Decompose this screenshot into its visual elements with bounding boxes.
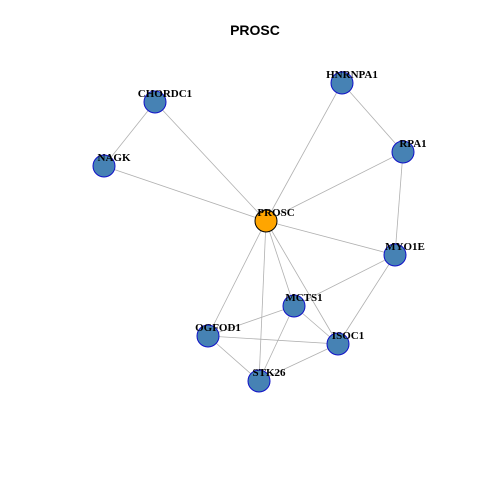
edge-prosc-mcts1 bbox=[265, 220, 295, 307]
graph-title: PROSC bbox=[230, 22, 280, 38]
edge-isoc1-stk26 bbox=[258, 343, 339, 382]
node-nagk[interactable]: NAGK bbox=[92, 152, 131, 178]
node-circle-stk26[interactable] bbox=[247, 369, 271, 393]
node-hnrnpa1[interactable]: HNRNPA1 bbox=[326, 69, 378, 95]
node-label-rpa1: RPA1 bbox=[399, 138, 426, 150]
edge-chordc1-prosc bbox=[154, 101, 267, 222]
edge-myo1e-isoc1 bbox=[337, 254, 396, 345]
edge-prosc-ogfod1 bbox=[207, 220, 267, 337]
node-label-chordc1: CHORDC1 bbox=[138, 88, 192, 100]
edge-rpa1-myo1e bbox=[394, 151, 404, 256]
node-circle-nagk[interactable] bbox=[92, 154, 116, 178]
node-circle-isoc1[interactable] bbox=[326, 332, 350, 356]
edge-rpa1-prosc bbox=[265, 151, 404, 222]
node-isoc1[interactable]: ISOC1 bbox=[326, 330, 364, 356]
node-label-ogfod1: OGFOD1 bbox=[195, 322, 241, 334]
node-stk26[interactable]: STK26 bbox=[247, 367, 286, 393]
node-circle-chordc1[interactable] bbox=[143, 90, 167, 114]
node-myo1e[interactable]: MYO1E bbox=[383, 241, 425, 267]
edge-nagk-prosc bbox=[103, 165, 267, 222]
node-label-prosc: PROSC bbox=[257, 207, 294, 219]
node-circle-myo1e[interactable] bbox=[383, 243, 407, 267]
node-prosc[interactable]: PROSC bbox=[254, 207, 295, 233]
edge-ogfod1-isoc1 bbox=[207, 335, 339, 345]
node-chordc1[interactable]: CHORDC1 bbox=[138, 88, 192, 114]
node-circle-ogfod1[interactable] bbox=[196, 324, 220, 348]
node-label-myo1e: MYO1E bbox=[385, 241, 425, 253]
node-mcts1[interactable]: MCTS1 bbox=[282, 292, 323, 318]
edge-prosc-isoc1 bbox=[265, 220, 339, 345]
node-ogfod1[interactable]: OGFOD1 bbox=[195, 322, 241, 348]
node-label-mcts1: MCTS1 bbox=[285, 292, 322, 304]
edge-prosc-myo1e bbox=[265, 220, 396, 256]
node-label-stk26: STK26 bbox=[252, 367, 286, 379]
edge-layer bbox=[103, 82, 404, 382]
node-circle-rpa1[interactable] bbox=[391, 140, 415, 164]
edge-mcts1-ogfod1 bbox=[207, 305, 295, 337]
edge-prosc-stk26 bbox=[258, 220, 267, 382]
node-label-isoc1: ISOC1 bbox=[332, 330, 364, 342]
edge-nagk-chordc1 bbox=[103, 101, 156, 167]
node-rpa1[interactable]: RPA1 bbox=[391, 138, 427, 164]
edge-mcts1-stk26 bbox=[258, 305, 295, 382]
node-label-nagk: NAGK bbox=[98, 152, 131, 164]
node-circle-prosc[interactable] bbox=[254, 209, 278, 233]
edge-hnrnpa1-rpa1 bbox=[341, 82, 404, 153]
node-circle-mcts1[interactable] bbox=[282, 294, 306, 318]
node-label-hnrnpa1: HNRNPA1 bbox=[326, 69, 378, 81]
edge-hnrnpa1-prosc bbox=[265, 82, 343, 222]
node-circle-hnrnpa1[interactable] bbox=[330, 71, 354, 95]
edge-myo1e-mcts1 bbox=[293, 254, 396, 307]
